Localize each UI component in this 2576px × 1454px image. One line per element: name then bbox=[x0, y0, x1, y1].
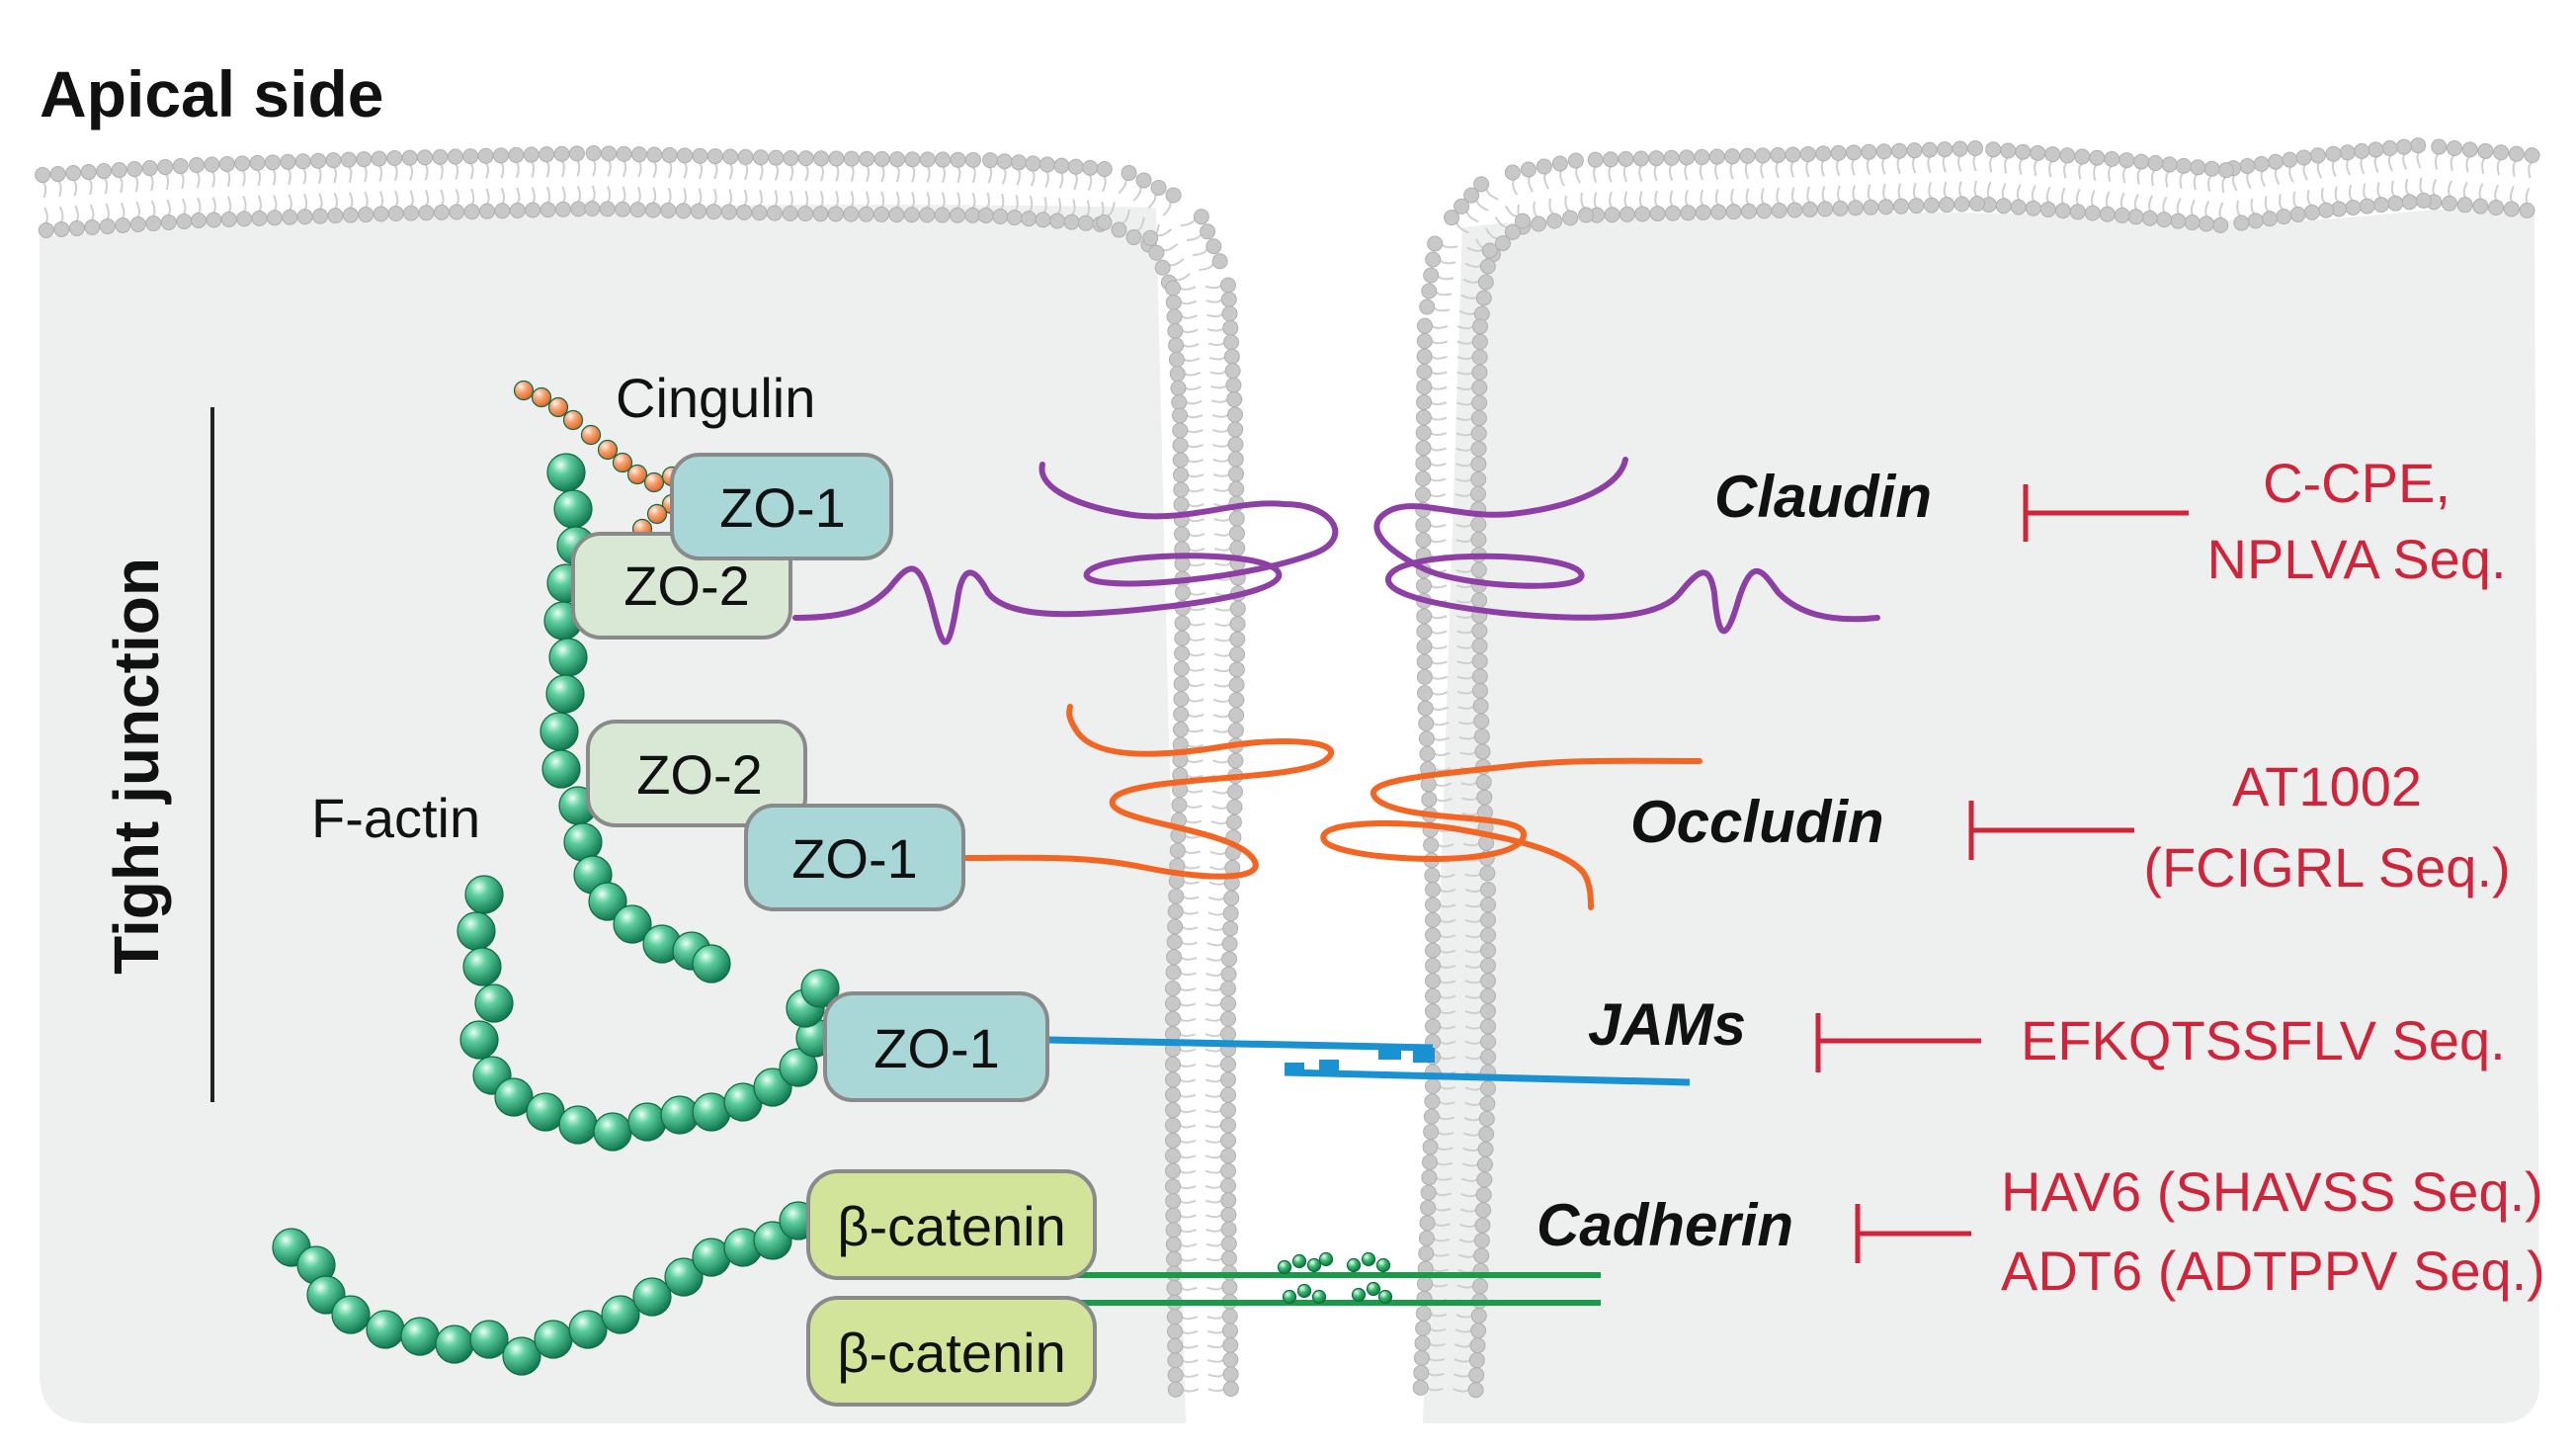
jams-strands bbox=[1046, 1036, 1691, 1086]
occludin-label: Occludin bbox=[1630, 789, 1884, 855]
svg-text:β-catenin: β-catenin bbox=[837, 1195, 1065, 1257]
jams-label-group: JAMs EFKQTSSFLV Seq. bbox=[1588, 991, 2506, 1072]
apical-side-title: Apical side bbox=[40, 57, 383, 130]
claudin-label-group: Claudin C-CPE, NPLVA Seq. bbox=[1714, 452, 2507, 590]
cadherin-inhibitor-line-1: HAV6 (SHAVSS Seq.) bbox=[2001, 1160, 2543, 1223]
beta-catenin-box-lower: β-catenin bbox=[806, 1296, 1097, 1407]
cadherin-label: Cadherin bbox=[1537, 1192, 1793, 1258]
zo-1-box-middle: ZO-1 bbox=[744, 804, 965, 911]
cingulin-label: Cingulin bbox=[616, 367, 815, 429]
cadherin-strands bbox=[1067, 1251, 1601, 1306]
zo-1-box-upper: ZO-1 bbox=[670, 453, 893, 560]
zo-1-box-lower: ZO-1 bbox=[823, 991, 1049, 1102]
occludin-inhibitor-line-2: (FCIGRL Seq.) bbox=[2143, 836, 2510, 898]
occludin-inhibitor-line-1: AT1002 bbox=[2232, 755, 2422, 817]
claudin-inhibitor-line-1: C-CPE, bbox=[2263, 452, 2451, 514]
claudin-inhibitor-line-2: NPLVA Seq. bbox=[2207, 528, 2507, 590]
f-actin-label: F-actin bbox=[311, 787, 480, 849]
cadherin-inhibitor-line-2: ADT6 (ADTPPV Seq.) bbox=[2001, 1240, 2545, 1302]
claudin-label: Claudin bbox=[1714, 464, 1932, 530]
svg-text:ZO-1: ZO-1 bbox=[791, 827, 918, 890]
svg-text:ZO-1: ZO-1 bbox=[719, 476, 846, 539]
cadherin-label-group: Cadherin HAV6 (SHAVSS Seq.) ADT6 (ADTPPV… bbox=[1537, 1160, 2545, 1302]
f-actin-filaments bbox=[272, 453, 840, 1376]
beta-catenin-box-upper: β-catenin bbox=[806, 1169, 1097, 1280]
svg-text:β-catenin: β-catenin bbox=[837, 1322, 1065, 1384]
tight-junction-label: Tight junction bbox=[101, 557, 172, 975]
lipid-bilayer-membranes bbox=[35, 137, 2540, 1399]
svg-text:ZO-2: ZO-2 bbox=[623, 555, 750, 617]
svg-text:ZO-2: ZO-2 bbox=[636, 743, 763, 806]
jams-inhibitor: EFKQTSSFLV Seq. bbox=[2021, 1009, 2506, 1071]
right-cell-cytoplasm bbox=[1423, 207, 2539, 1424]
svg-text:ZO-1: ZO-1 bbox=[873, 1017, 1000, 1079]
occludin-strands bbox=[960, 704, 1703, 910]
zo-2-box-lower: ZO-2 bbox=[586, 720, 807, 827]
occludin-label-group: Occludin AT1002 (FCIGRL Seq.) bbox=[1630, 755, 2511, 898]
jams-label: JAMs bbox=[1588, 991, 1746, 1058]
claudin-strands bbox=[792, 457, 1880, 645]
